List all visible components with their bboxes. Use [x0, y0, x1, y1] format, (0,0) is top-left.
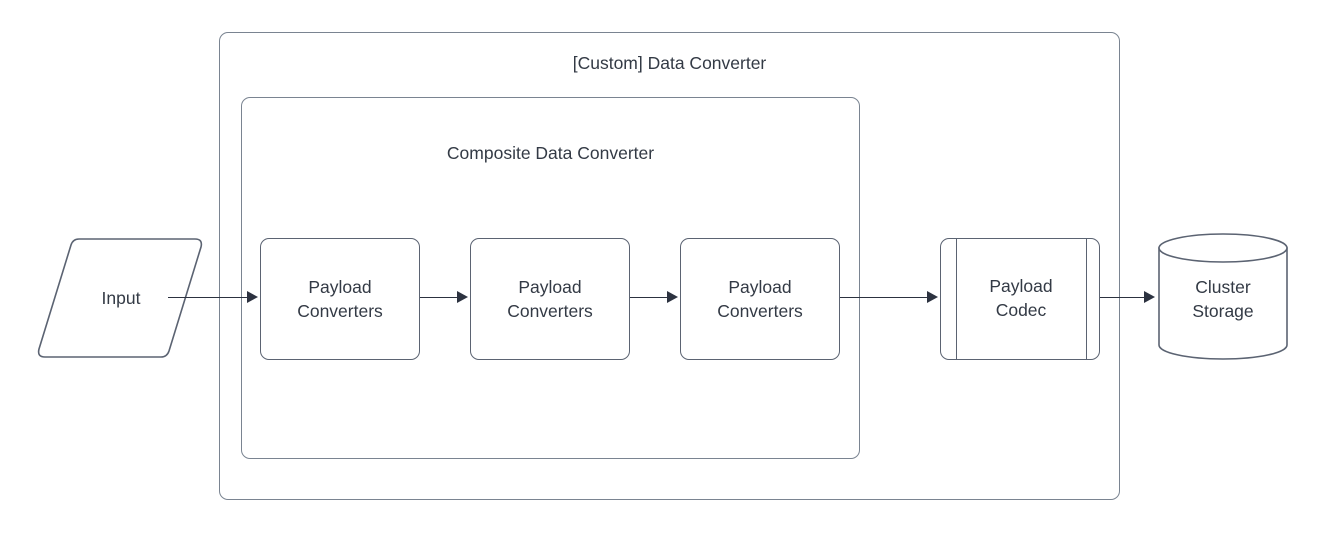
connector-payload-codec-to-cluster-storage-line: [1100, 297, 1145, 298]
node-input[interactable]: Input: [36, 235, 206, 365]
node-payload-converters-2[interactable]: Payload Converters: [470, 238, 630, 360]
node-payload-converters-3-label: Payload Converters: [717, 276, 803, 321]
node-payload-codec-label: Payload Codec: [989, 276, 1053, 321]
node-payload-converters-2-label: Payload Converters: [507, 276, 593, 321]
node-cluster-storage-label: Cluster Storage: [1192, 277, 1254, 322]
node-payload-converters-1[interactable]: Payload Converters: [260, 238, 420, 360]
node-payload-converters-3[interactable]: Payload Converters: [680, 238, 840, 360]
connector-converter-3-to-payload-codec-line: [840, 297, 928, 298]
node-input-label: Input: [101, 288, 141, 308]
node-payload-converters-1-label: Payload Converters: [297, 276, 383, 321]
cluster-storage-cylinder-shape: [1158, 233, 1288, 360]
connector-input-to-converter-1-arrowhead: [247, 291, 258, 303]
inner-container-composite-data-converter[interactable]: [241, 97, 860, 459]
payload-codec-left-bar: [956, 238, 957, 360]
outer-container-title: [Custom] Data Converter: [572, 53, 767, 73]
connector-converter-1-to-converter-2-arrowhead: [457, 291, 468, 303]
connector-converter-1-to-converter-2-line: [420, 297, 458, 298]
outer-container-custom-data-converter[interactable]: [219, 32, 1120, 500]
input-parallelogram-shape: [37, 238, 203, 358]
inner-container-title: Composite Data Converter: [446, 143, 655, 163]
node-payload-codec[interactable]: Payload Codec: [940, 238, 1100, 360]
connector-payload-codec-to-cluster-storage-arrowhead: [1144, 291, 1155, 303]
connector-converter-3-to-payload-codec-arrowhead: [927, 291, 938, 303]
payload-codec-outer-rect: [940, 238, 1100, 360]
connector-converter-2-to-converter-3-line: [630, 297, 668, 298]
payload-codec-right-bar: [1086, 238, 1087, 360]
connector-input-to-converter-1-line: [168, 297, 248, 298]
node-cluster-storage[interactable]: Cluster Storage: [1158, 233, 1288, 363]
connector-converter-2-to-converter-3-arrowhead: [667, 291, 678, 303]
